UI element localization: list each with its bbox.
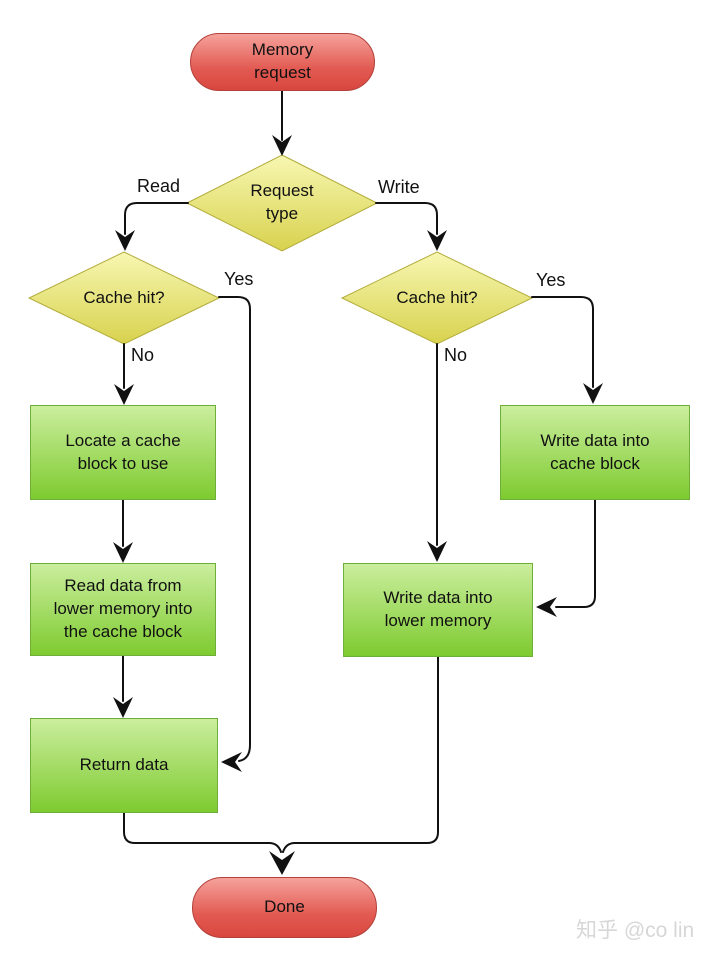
node-locate-block: Locate a cache block to use <box>30 405 216 500</box>
arrowhead-writecache-to-writelower <box>536 597 557 617</box>
node-locate-block-label: Locate a cache block to use <box>65 430 181 473</box>
arrowhead-write <box>427 230 447 251</box>
edge-label-no-write: No <box>444 345 468 365</box>
node-memory-request-label: Memory request <box>251 40 314 82</box>
node-cache-hit-read: Cache hit? <box>29 252 219 344</box>
node-write-cache: Write data into cache block <box>500 405 690 500</box>
node-write-cache-label: Write data into cache block <box>540 430 650 473</box>
edge-yes-write <box>531 296 594 388</box>
node-return-data-label: Return data <box>79 755 169 775</box>
node-request-type: Request type <box>187 155 377 251</box>
arrowhead-locate-to-read <box>113 542 133 563</box>
node-read-from-lower-label: Read data from lower memory into the cac… <box>53 576 193 641</box>
edge-read <box>124 202 189 235</box>
edge-label-write: Write <box>378 177 420 197</box>
edge-writelower-to-done <box>282 656 439 853</box>
arrowhead-read <box>115 230 135 251</box>
node-write-lower: Write data into lower memory <box>343 563 533 657</box>
request-type-diamond <box>185 154 379 252</box>
node-read-from-lower: Read data from lower memory into the cac… <box>30 563 216 656</box>
arrowhead-read-to-return <box>113 697 133 718</box>
node-request-type-label: Request type <box>250 181 314 223</box>
watermark: 知乎 @co lin <box>576 919 695 942</box>
arrowhead-start <box>272 135 292 156</box>
edge-yes-read <box>218 296 251 762</box>
node-memory-request: Memory request <box>190 33 375 91</box>
arrowhead-yes-write <box>583 383 603 404</box>
edge-return-to-done <box>123 812 282 853</box>
arrowhead-yes-read <box>221 752 242 772</box>
edge-label-read: Read <box>137 176 181 196</box>
arrowhead-done <box>269 851 295 875</box>
arrowhead-no-write <box>427 541 447 562</box>
node-cache-hit-write: Cache hit? <box>342 252 532 344</box>
edge-write <box>375 202 438 235</box>
node-write-lower-label: Write data into lower memory <box>383 588 493 630</box>
arrowhead-no-read <box>114 384 134 405</box>
edge-label-yes-write: Yes <box>536 270 566 290</box>
node-cache-hit-write-label: Cache hit? <box>396 287 478 307</box>
node-return-data: Return data <box>30 718 218 813</box>
node-done-label: Done <box>264 897 305 917</box>
node-done: Done <box>192 877 377 938</box>
node-cache-hit-read-label: Cache hit? <box>83 287 165 307</box>
edge-writecache-to-writelower <box>555 499 596 608</box>
edge-label-no-read: No <box>131 345 155 365</box>
edge-label-yes-read: Yes <box>224 269 254 289</box>
